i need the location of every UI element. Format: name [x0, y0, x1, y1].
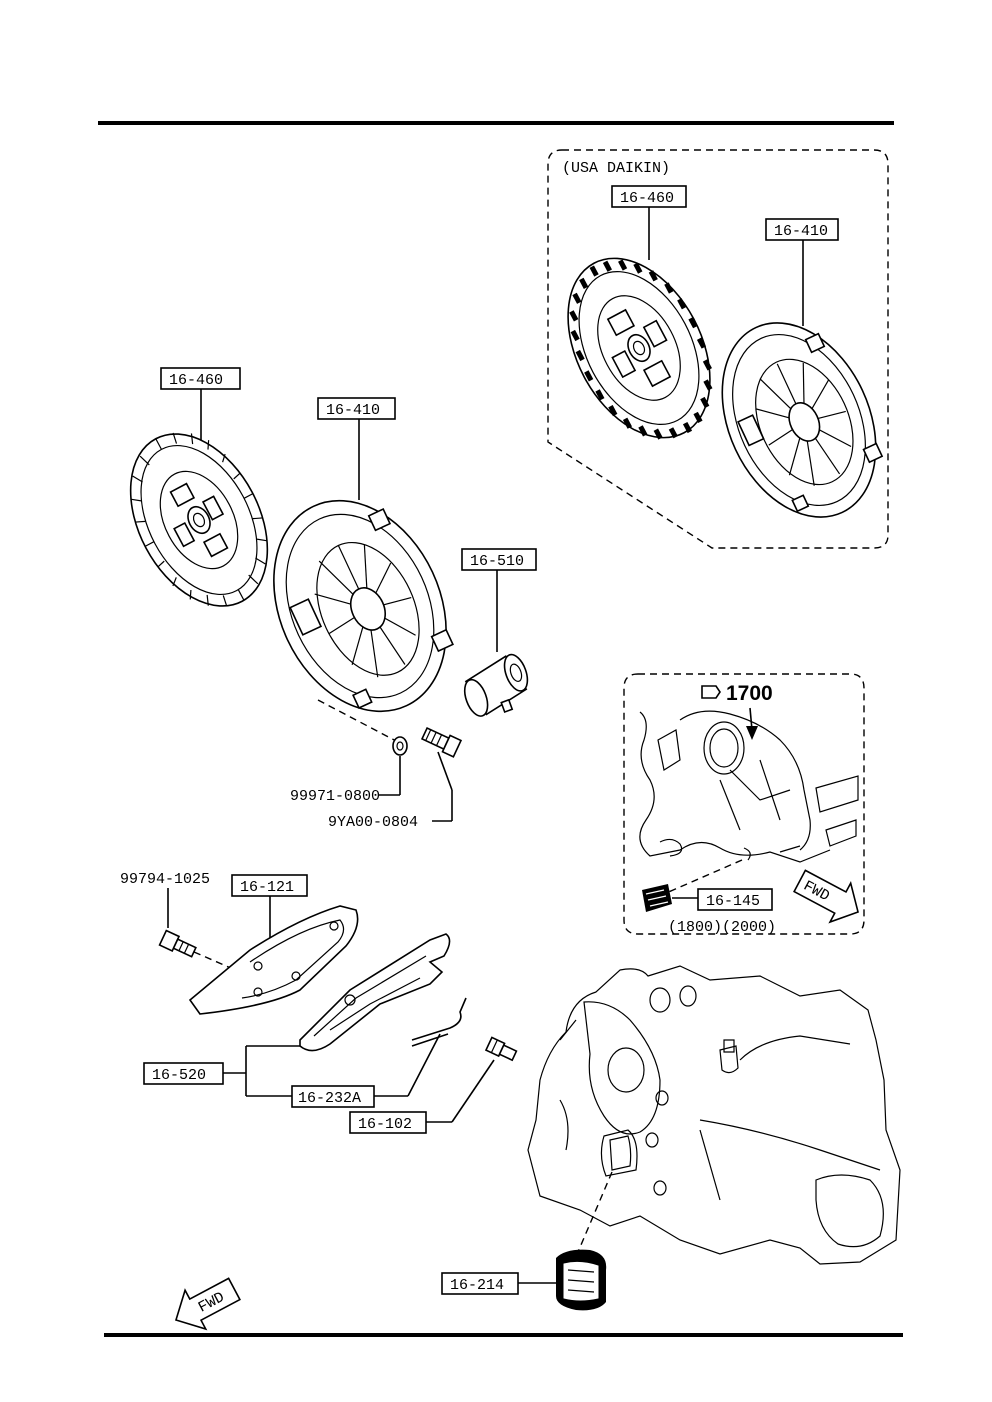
callout-16-410-daikin[interactable]: 16-410	[774, 223, 828, 240]
callout-16-410-box[interactable]	[317, 397, 396, 420]
callout-16-460[interactable]: 16-460	[169, 372, 223, 389]
inset-ref-number[interactable]: 1700	[726, 682, 773, 705]
clutch-cover-daikin	[721, 322, 884, 518]
callout-16-510-box[interactable]	[461, 548, 537, 571]
bolt	[420, 726, 463, 758]
pivot-pin	[484, 1036, 518, 1062]
fwd-arrow-main: FWD	[174, 1277, 241, 1331]
engine-block-sketch	[639, 710, 859, 863]
fwd-arrow-inset: FWD	[793, 869, 859, 924]
release-bearing	[463, 653, 529, 717]
callout-16-410[interactable]: 16-410	[326, 402, 380, 419]
daikin-title: (USA DAIKIN)	[562, 160, 670, 177]
part-16-145	[642, 884, 672, 912]
clutch-cover	[273, 499, 454, 713]
callout-16-145-box[interactable]	[697, 888, 773, 911]
callout-16-232A[interactable]: 16-232A	[298, 1090, 361, 1107]
cover-plate-bolt	[158, 929, 197, 958]
callout-16-460-daikin[interactable]: 16-460	[620, 190, 674, 207]
washer	[392, 736, 408, 756]
clutch-disc	[129, 432, 269, 607]
callout-16-214[interactable]: 16-214	[450, 1277, 504, 1294]
callout-16-145[interactable]: 16-145	[706, 893, 760, 910]
part-number-washer[interactable]: 99971-0800	[290, 788, 380, 805]
inset-engine-variants[interactable]: (1800)(2000)	[668, 919, 776, 936]
release-fork-boot	[556, 1249, 607, 1311]
callout-16-410-daikin-box[interactable]	[765, 218, 839, 241]
callout-16-121[interactable]: 16-121	[240, 879, 294, 896]
release-fork	[299, 933, 451, 1052]
callout-16-510[interactable]: 16-510	[470, 553, 524, 570]
cover-plate	[188, 905, 359, 1015]
part-number-bolt-cover[interactable]: 99794-1025	[120, 871, 210, 888]
transaxle-housing	[527, 965, 901, 1265]
daikin-inset: (USA DAIKIN) 16-460	[547, 149, 889, 549]
ref-pointer-icon	[701, 685, 721, 699]
part-number-bolt[interactable]: 9YA00-0804	[328, 814, 418, 831]
engine-inset: 1700 16-145 (1800)(2000)	[623, 673, 865, 936]
clutch-disc-daikin	[567, 257, 713, 440]
callout-16-520[interactable]: 16-520	[152, 1067, 206, 1084]
callout-16-102[interactable]: 16-102	[358, 1116, 412, 1133]
spring-clip	[411, 997, 467, 1047]
